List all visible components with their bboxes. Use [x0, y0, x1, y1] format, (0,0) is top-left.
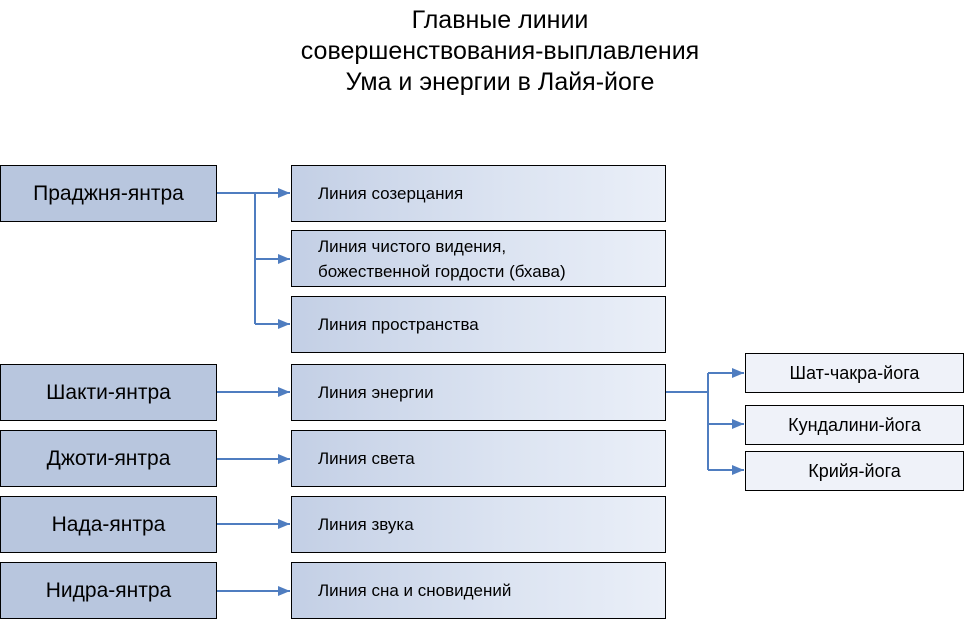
- line-energii-label: Линия энергии: [318, 383, 434, 402]
- shakti-yantra-label: Шакти-янтра: [46, 380, 171, 404]
- nidra-yantra-label: Нидра-янтра: [45, 578, 172, 602]
- line-sozertsaniya-label: Линия созерцания: [318, 184, 464, 203]
- title-line-2: совершенствования-выплавления: [300, 37, 700, 65]
- kundalini-yoga-label: Кундалини-йога: [788, 414, 921, 435]
- line-sozertsaniya-box: Линия созерцания: [291, 165, 666, 222]
- line-energii-box: Линия энергии: [291, 364, 666, 421]
- line-videniya-label-1: Линия чистого видения,: [318, 236, 507, 256]
- kundalini-yoga-box: Кундалини-йога: [745, 405, 964, 445]
- line-sna-box: Линия сна и сновидений: [291, 562, 666, 619]
- kriya-yoga-label: Крийя-йога: [808, 460, 901, 481]
- line-videniya-label-2: божественной гордости (бхава): [318, 261, 566, 281]
- kriya-yoga-box: Крийя-йога: [745, 451, 964, 491]
- nada-yantra-box: Нада-янтра: [0, 496, 217, 553]
- line-zvuka-box: Линия звука: [291, 496, 666, 553]
- line-zvuka-label: Линия звука: [318, 515, 414, 534]
- line-sveta-box: Линия света: [291, 430, 666, 487]
- line-sveta-label: Линия света: [318, 449, 415, 468]
- nidra-yantra-box: Нидра-янтра: [0, 562, 217, 619]
- line-prostranstva-box: Линия пространства: [291, 296, 666, 353]
- line-videniya-text: Линия чистого видения, божественной горд…: [318, 234, 566, 284]
- dzhoti-yantra-box: Джоти-янтра: [0, 430, 217, 487]
- nada-yantra-label: Нада-янтра: [51, 512, 166, 536]
- pradzhnya-yantra-label: Праджня-янтра: [33, 181, 184, 205]
- shatchakra-yoga-label: Шат-чакра-йога: [789, 362, 920, 383]
- line-sna-label: Линия сна и сновидений: [318, 581, 512, 600]
- shatchakra-yoga-box: Шат-чакра-йога: [745, 353, 964, 393]
- line-videniya-box: Линия чистого видения, божественной горд…: [291, 230, 666, 287]
- dzhoti-yantra-label: Джоти-янтра: [46, 446, 171, 470]
- line-prostranstva-label: Линия пространства: [318, 315, 479, 334]
- pradzhnya-yantra-box: Праджня-янтра: [0, 165, 217, 222]
- diagram-title: Главные линии совершенствования-выплавле…: [250, 5, 750, 98]
- title-line-3: Ума и энергии в Лайя-йоге: [345, 68, 655, 96]
- shakti-yantra-box: Шакти-янтра: [0, 364, 217, 421]
- title-line-1: Главные линии: [411, 6, 589, 34]
